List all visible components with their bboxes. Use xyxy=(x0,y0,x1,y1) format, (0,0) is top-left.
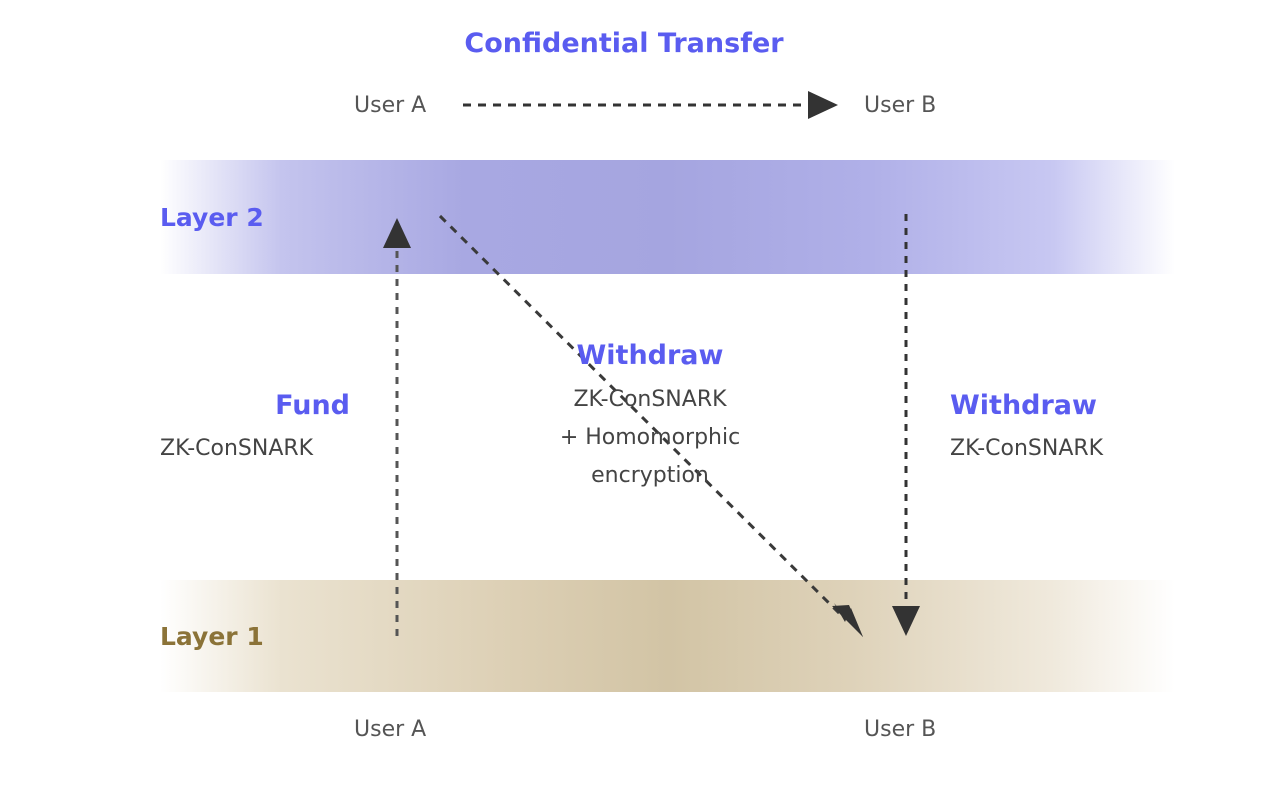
withdraw-arrow-head xyxy=(892,606,920,636)
fund-subtitle: ZK-ConSNARK xyxy=(160,436,314,461)
cross-withdraw-line-3: encryption xyxy=(591,463,709,488)
layer2-band xyxy=(160,160,1175,274)
cross-withdraw-arrow-line xyxy=(438,214,844,618)
cross-withdraw-line-1: ZK-ConSNARK xyxy=(573,387,727,412)
top-user-a: User A xyxy=(354,93,427,118)
top-user-b: User B xyxy=(864,93,937,118)
transfer-arrow-head xyxy=(808,91,838,119)
bottom-user-a: User A xyxy=(354,717,427,742)
cross-withdraw-line-2: + Homomorphic xyxy=(559,425,741,450)
bottom-user-b: User B xyxy=(864,717,937,742)
layer1-band xyxy=(160,580,1175,692)
layer2-label: Layer 2 xyxy=(160,203,264,232)
cross-withdraw-title: Withdraw xyxy=(576,340,724,371)
cross-withdraw-arrow-head xyxy=(832,605,863,637)
cross-withdraw-subtitle: ZK-ConSNARK + Homomorphic encryption xyxy=(470,381,830,495)
withdraw-title: Withdraw xyxy=(950,390,1097,421)
withdraw-subtitle: ZK-ConSNARK xyxy=(950,436,1104,461)
layer1-label: Layer 1 xyxy=(160,622,264,651)
diagram-title: Confidential Transfer xyxy=(464,28,784,59)
fund-arrow-head xyxy=(383,218,411,248)
fund-title: Fund xyxy=(275,390,350,421)
